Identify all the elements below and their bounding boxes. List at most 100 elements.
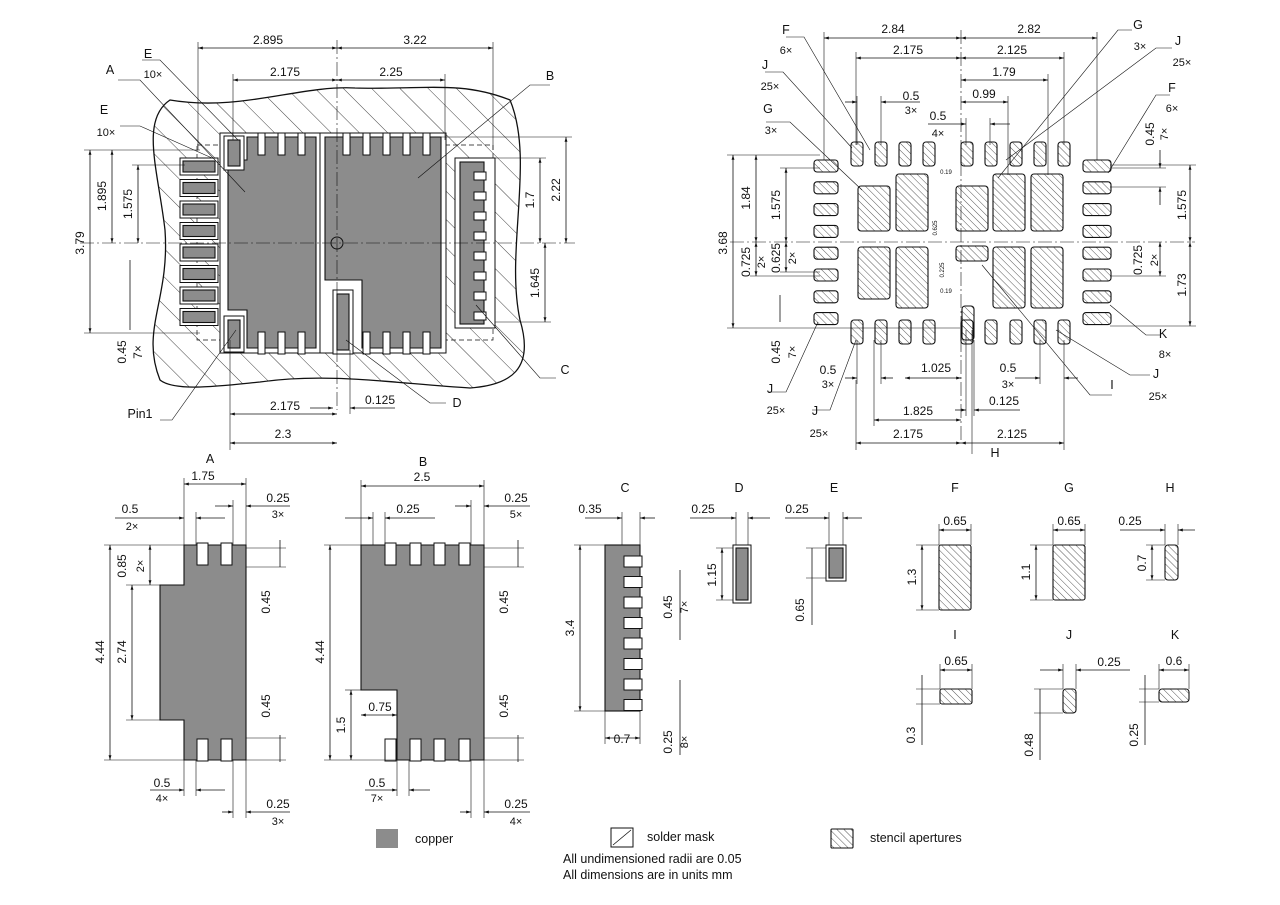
label-e-1-count: 10× <box>144 69 163 81</box>
st-dim-1-79: 1.79 <box>992 65 1016 79</box>
st-dim-1-575-right: 1.575 <box>1175 190 1189 220</box>
dim-top-right: 3.22 <box>403 33 427 47</box>
label-a: A <box>106 63 115 77</box>
aperture-j-top <box>960 141 974 167</box>
detail-h: H 0.25 0.7 <box>1118 481 1195 581</box>
aperture-right <box>1082 246 1112 260</box>
aperture-h <box>961 305 975 341</box>
pad-c-slot <box>473 311 487 321</box>
detail-c-width: 0.7 <box>614 732 631 746</box>
detail-j: J 0.25 0.48 <box>1022 628 1130 760</box>
detail-a-top-025: 0.25 <box>266 491 290 505</box>
detail-b-slot-top <box>409 542 422 566</box>
detail-a-slot-bottom <box>220 738 233 762</box>
pad-b-slot-top <box>342 132 351 156</box>
pad-b-slot-bottom <box>402 331 411 355</box>
st-dim-2-125-bottom: 2.125 <box>997 427 1027 441</box>
pad-a-slot-bottom <box>297 331 306 355</box>
pad-a-slot-bottom <box>277 331 286 355</box>
label-e-1: E <box>144 47 152 61</box>
detail-b-slot-bottom <box>384 738 397 762</box>
dim-a-width: 2.175 <box>270 65 300 79</box>
detail-b-045-top: 0.45 <box>497 590 511 614</box>
detail-c-pitch-count: 7× <box>679 601 691 614</box>
detail-a-slot-top <box>220 542 233 566</box>
pad-b-slots <box>342 132 431 355</box>
detail-b-slot-top <box>458 542 471 566</box>
detail-a-pad <box>159 544 247 761</box>
legend-copper-label: copper <box>415 832 453 846</box>
detail-b-bottom-025: 0.25 <box>504 797 528 811</box>
st-dim-05-a: 0.5 <box>903 89 920 103</box>
detail-i: I 0.65 0.3 <box>904 628 973 745</box>
pad-e-bottom <box>227 319 241 349</box>
dim-1-895: 1.895 <box>95 181 109 211</box>
aperture-right <box>1082 290 1112 304</box>
st-label-f-1: F <box>782 23 790 37</box>
detail-a-top-025-count: 3× <box>272 509 285 521</box>
detail-f: F 0.65 1.3 <box>905 481 972 611</box>
detail-f-width: 0.65 <box>943 514 967 528</box>
label-d: D <box>452 396 461 410</box>
st-dim-0-725-left-count: 2× <box>756 256 768 269</box>
pad-c-slot <box>473 231 487 241</box>
detail-a-bottom-025-count: 3× <box>272 816 285 828</box>
pad-a-slot-top <box>297 132 306 156</box>
st-dim-0-45-right-count: 7× <box>1159 128 1171 141</box>
detail-b-slot-top <box>384 542 397 566</box>
label-e-2-count: 10× <box>97 127 116 139</box>
legend-copper-swatch <box>376 829 398 848</box>
aperture-f <box>857 246 891 300</box>
st-dim-0-45-right: 0.45 <box>1143 122 1157 146</box>
detail-a-pitch-count: 2× <box>126 521 139 533</box>
st-dim-2125-top: 2.125 <box>997 43 1027 57</box>
st-label-f-1-count: 6× <box>780 45 793 57</box>
left-pad <box>182 310 216 324</box>
detail-a-bottom-025: 0.25 <box>266 797 290 811</box>
detail-c-slot <box>623 576 643 588</box>
st-label-j-5: J <box>812 404 818 418</box>
detail-d: D 0.25 1.15 <box>690 481 770 604</box>
detail-c-slot <box>623 699 643 711</box>
detail-d-title: D <box>734 481 743 495</box>
st-dim-tiny-019-a: 0.19 <box>940 170 952 176</box>
pad-c-slot <box>473 291 487 301</box>
detail-k-title: K <box>1171 628 1180 642</box>
aperture-j-top <box>850 141 864 167</box>
aperture-j-top <box>1009 141 1023 167</box>
st-dim-1-84: 1.84 <box>739 186 753 210</box>
detail-c: C 0.35 3.4 0.7 0.45 7× 0.25 8× <box>563 481 691 755</box>
aperture-j-left <box>813 268 839 282</box>
aperture-right <box>1082 312 1112 326</box>
st-dim-0-725-right-count: 2× <box>1149 254 1161 267</box>
st-label-g-1-count: 3× <box>765 125 778 137</box>
st-dim-0-625: 0.625 <box>769 243 783 273</box>
detail-a-bottom-05: 0.5 <box>154 776 171 790</box>
detail-b-slot-bottom <box>409 738 422 762</box>
pad-c-slot <box>473 191 487 201</box>
pad-c-slot <box>473 171 487 181</box>
detail-k: K 0.6 0.25 <box>1127 628 1190 747</box>
detail-f-aperture <box>938 544 972 611</box>
detail-b-slot-top <box>433 542 446 566</box>
pad-a-slot-bottom <box>257 331 266 355</box>
aperture-j-left <box>813 159 839 173</box>
detail-h-width: 0.25 <box>1118 514 1142 528</box>
stencil-view: 2.84 2.82 2.175 2.125 1.79 0.99 0.5 3× 0… <box>716 18 1196 460</box>
aperture-f <box>1030 173 1064 232</box>
dim-1-645: 1.645 <box>528 268 542 298</box>
dim-pitch-045: 0.45 <box>115 340 129 364</box>
pad-b-slot-top <box>382 132 391 156</box>
detail-c-pitch: 0.45 <box>661 595 675 619</box>
aperture-f <box>1030 246 1064 309</box>
st-dim-top-left: 2.84 <box>881 22 905 36</box>
aperture-j-left <box>813 312 839 326</box>
detail-b-slot-bottom <box>458 738 471 762</box>
pad-b-slot-bottom <box>362 331 371 355</box>
detail-b-pad <box>360 544 485 761</box>
detail-c-slot <box>623 617 643 629</box>
aperture-f <box>895 246 929 309</box>
detail-h-aperture <box>1164 544 1179 581</box>
detail-a-height: 4.44 <box>93 640 107 664</box>
